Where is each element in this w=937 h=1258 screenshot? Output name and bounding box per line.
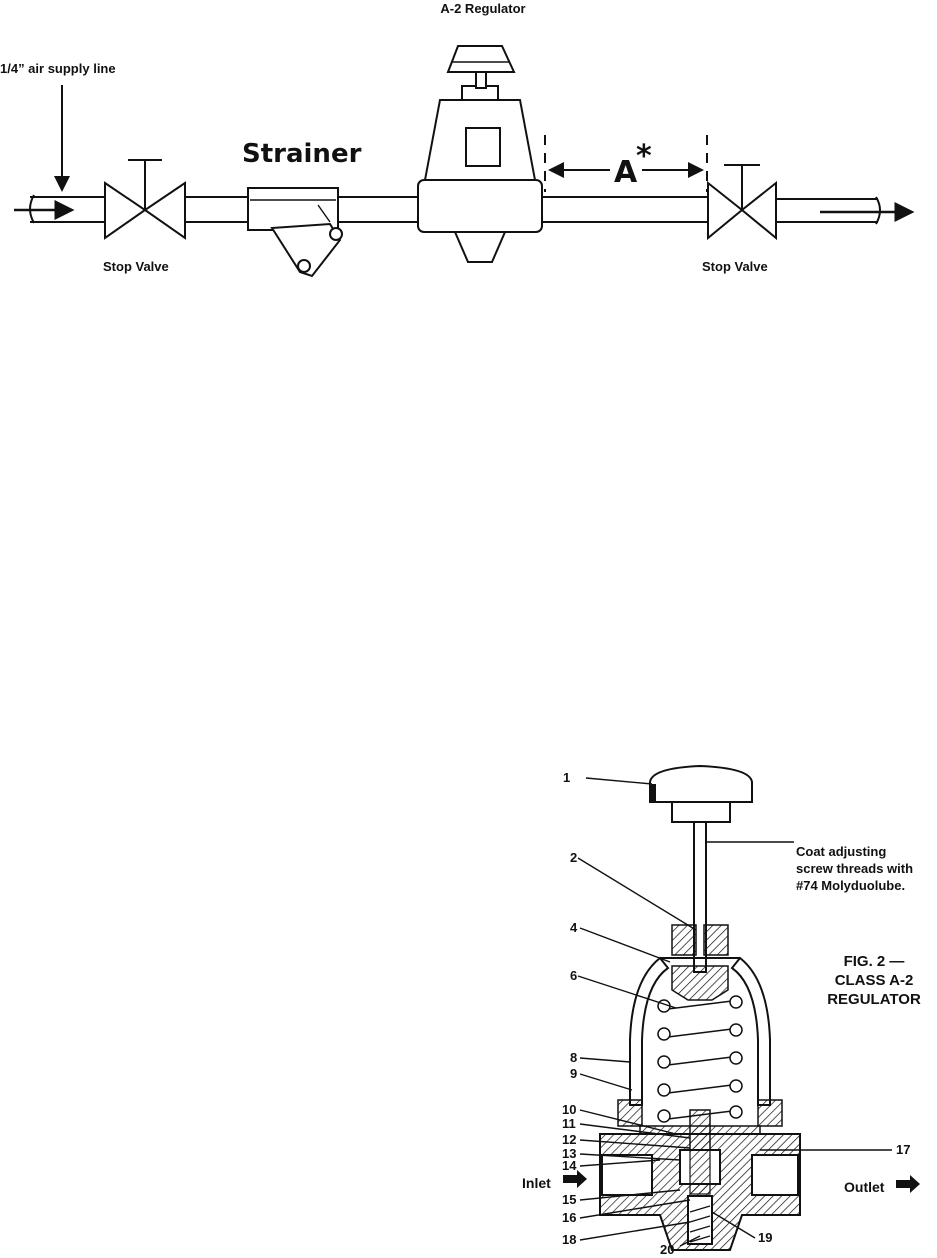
regulator-title: A-2 Regulator [440,1,525,16]
part-20-label: 20 [660,1242,674,1257]
stop-valve-left [104,159,186,240]
part-11-label: 11 [562,1116,576,1131]
inlet-pipe [30,196,105,223]
caption-line-1: FIG. 2 — [844,953,905,970]
part-1-label: 1 [563,770,570,785]
dimension-a-star: * [636,139,652,174]
part-10-label: 10 [562,1102,576,1117]
inlet-label: Inlet [522,1175,551,1191]
part-12-label: 12 [562,1132,576,1147]
dimension-a [544,135,708,192]
outlet-arrow-icon [896,1175,920,1193]
piping-diagram [14,45,915,278]
strainer-body [247,187,343,278]
regulator-body [417,45,543,263]
note-line-3: #74 Molyduolube. [796,878,905,893]
strainer-label: Strainer [242,139,362,169]
part-2-label: 2 [570,850,577,865]
part-18-label: 18 [562,1232,576,1247]
leader-lines [577,777,892,1247]
caption-line-2: CLASS A-2 [835,972,914,989]
caption-line-3: REGULATOR [827,991,921,1008]
part-14-label: 14 [562,1158,577,1173]
stop-valve-right [707,164,777,241]
outlet-label: Outlet [844,1179,885,1195]
stop-valve-right-label: Stop Valve [702,259,768,274]
adjusting-knob [649,764,753,803]
part-8-label: 8 [570,1050,577,1065]
inlet-arrow-icon [563,1170,587,1188]
part-15-label: 15 [562,1192,576,1207]
part-16-label: 16 [562,1210,576,1225]
part-13-label: 13 [562,1146,576,1161]
note-line-1: Coat adjusting [796,844,886,859]
stop-valve-left-label: Stop Valve [103,259,169,274]
part-6-label: 6 [570,968,577,983]
part-17-label: 17 [896,1142,910,1157]
part-9-label: 9 [570,1066,577,1081]
spring [659,999,741,1121]
part-4-label: 4 [570,920,578,935]
supply-line-label: 1/4” air supply line [0,61,116,76]
dimension-a-label: A [614,155,638,190]
regulator-cross-section [599,764,801,1251]
note-line-2: screw threads with [796,861,913,876]
part-19-label: 19 [758,1230,772,1245]
